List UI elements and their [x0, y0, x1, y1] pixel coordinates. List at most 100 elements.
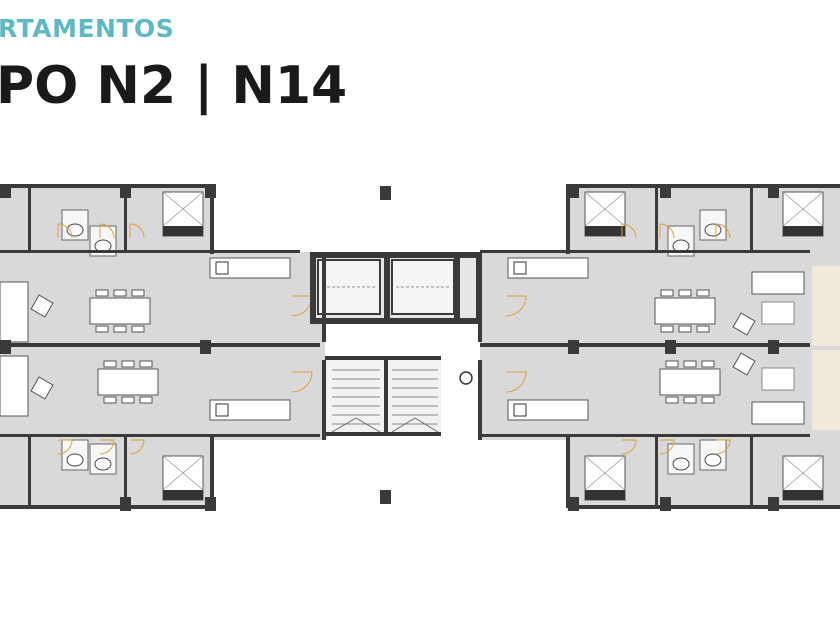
column-icon [768, 497, 779, 511]
stair-icon [391, 417, 416, 433]
dining-chair [701, 360, 715, 368]
wall [310, 252, 482, 258]
wall [28, 436, 31, 506]
door-swing [57, 439, 73, 455]
dining-chair [701, 396, 715, 404]
column-icon [0, 340, 11, 354]
wall [384, 360, 388, 436]
wall [478, 360, 482, 440]
bed-icon [584, 191, 626, 227]
armchair-icon [732, 312, 756, 336]
wall [480, 250, 810, 253]
door-swing [659, 223, 675, 239]
bed-icon [783, 490, 823, 500]
column-icon [768, 340, 779, 354]
armchair-icon [30, 376, 54, 400]
wall [322, 360, 326, 440]
dining-chair [113, 289, 127, 297]
dining-chair [139, 360, 153, 368]
armchair-icon [30, 294, 54, 318]
wheelchair-icon [459, 371, 473, 385]
column-icon [568, 497, 579, 511]
door-swing [715, 439, 731, 455]
wall [566, 436, 570, 508]
bed-icon [584, 455, 626, 491]
dining-table-icon [89, 297, 151, 325]
column-icon [380, 186, 391, 200]
wall [210, 184, 214, 254]
wall [480, 343, 810, 347]
dining-chair [696, 289, 710, 297]
bed-icon [783, 226, 823, 236]
stair-icon [414, 417, 439, 433]
sofa-icon [0, 281, 29, 343]
bed-icon [782, 191, 824, 227]
column-icon [568, 340, 579, 354]
kitchen-counter [209, 257, 291, 279]
dining-chair [131, 289, 145, 297]
dining-table-icon [654, 297, 716, 325]
wall [655, 188, 658, 250]
dining-chair [121, 360, 135, 368]
bed-icon [162, 191, 204, 227]
wall [454, 252, 460, 324]
bed-icon [585, 490, 625, 500]
wall [28, 188, 31, 250]
stove-icon [513, 261, 527, 275]
dining-chair [121, 396, 135, 404]
plan-title-type: PO N2 | N14 [0, 56, 348, 116]
bed-icon [585, 226, 625, 236]
column-icon [0, 184, 11, 198]
floor-left-bottom-living [0, 345, 325, 440]
door-swing [99, 223, 115, 239]
dining-chair [665, 396, 679, 404]
sofa-icon [751, 271, 805, 295]
door-swing [291, 371, 313, 393]
door-swing [505, 371, 527, 393]
balcony-bottom-right [812, 350, 840, 430]
armchair-icon [732, 352, 756, 376]
door-swing [621, 223, 637, 239]
dining-chair [683, 360, 697, 368]
dining-chair [660, 289, 674, 297]
wall [566, 184, 570, 254]
wall [124, 436, 127, 506]
column-icon [205, 497, 216, 511]
dining-chair [113, 325, 127, 333]
wall [124, 188, 127, 250]
balcony-top-right [812, 266, 840, 346]
door-swing [715, 223, 731, 239]
toilet-icon [66, 453, 84, 467]
wall [210, 436, 214, 508]
column-icon [665, 340, 676, 354]
rug [761, 367, 795, 391]
toilet-icon [704, 223, 722, 237]
bed-icon [163, 226, 203, 236]
wall [568, 184, 840, 188]
sofa-icon [751, 401, 805, 425]
stove-icon [215, 261, 229, 275]
dining-chair [665, 360, 679, 368]
dining-chair [139, 396, 153, 404]
dining-table-icon [659, 368, 721, 396]
wall [310, 252, 316, 324]
column-icon [768, 184, 779, 198]
toilet-icon [94, 457, 112, 471]
wall [0, 184, 214, 188]
door-swing [57, 223, 73, 239]
dining-chair [678, 289, 692, 297]
wall [0, 343, 320, 347]
wall [655, 436, 658, 506]
stair-area [325, 356, 441, 436]
stove-icon [215, 403, 229, 417]
wall [322, 252, 326, 342]
stair-icon [355, 417, 381, 433]
kitchen-counter [507, 257, 589, 279]
dining-chair [678, 325, 692, 333]
dining-chair [660, 325, 674, 333]
column-icon [568, 184, 579, 198]
wall [568, 505, 840, 509]
wall [0, 505, 214, 509]
door-swing [659, 439, 675, 455]
column-icon [200, 340, 211, 354]
